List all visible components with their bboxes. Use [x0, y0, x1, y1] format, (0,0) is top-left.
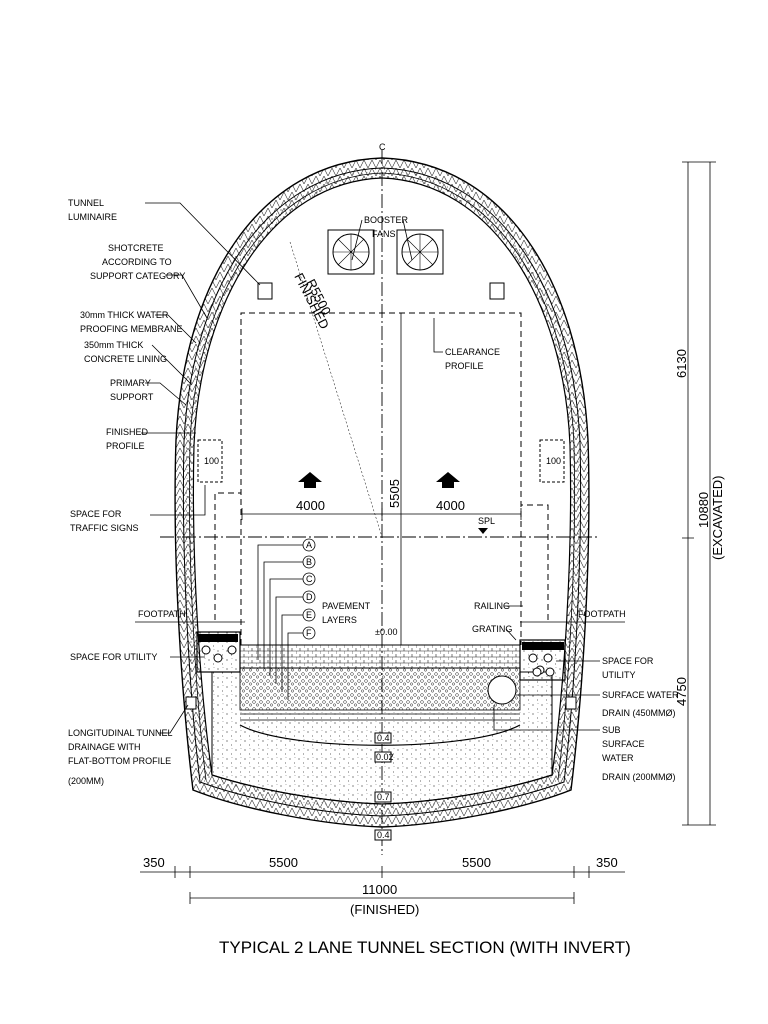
clearance-side-right — [521, 504, 549, 620]
longitudinal-drain-left — [185, 696, 197, 710]
svg-text:SUB: SUB — [602, 725, 621, 735]
centerline-label: C — [379, 142, 386, 152]
svg-text:CONCRETE LINING: CONCRETE LINING — [84, 354, 167, 364]
svg-text:WATER: WATER — [602, 753, 634, 763]
traffic-sign-left-value: 100 — [204, 456, 219, 466]
svg-text:SURFACE WATER: SURFACE WATER — [602, 690, 679, 700]
svg-text:(200MM): (200MM) — [68, 776, 104, 786]
invert-inner-curve — [239, 724, 521, 746]
svg-text:0.4: 0.4 — [377, 830, 390, 840]
svg-text:30mm THICK WATER: 30mm THICK WATER — [80, 310, 169, 320]
traffic-sign-right-value: 100 — [546, 456, 561, 466]
svg-text:SPACE FOR UTILITY: SPACE FOR UTILITY — [70, 652, 157, 662]
svg-text:FOOTPATH: FOOTPATH — [578, 609, 626, 619]
svg-text:SURFACE: SURFACE — [602, 739, 645, 749]
vertical-dimensions: 6130 4750 10880 (EXCAVATED) — [674, 161, 725, 826]
total-height-note: (EXCAVATED) — [710, 475, 725, 560]
traffic-sign-right — [539, 439, 565, 483]
svg-text:PROFILE: PROFILE — [445, 361, 484, 371]
half-right-dim: 5500 — [462, 855, 491, 870]
svg-text:350mm THICK: 350mm THICK — [84, 340, 143, 350]
svg-text:0.02: 0.02 — [376, 752, 394, 762]
svg-text:SHOTCRETE: SHOTCRETE — [108, 243, 164, 253]
svg-text:PRIMARY: PRIMARY — [110, 378, 151, 388]
right-annotations: BOOSTER FANS CLEARANCE PROFILE PAVEMENT … — [322, 215, 679, 782]
total-width-note: (FINISHED) — [350, 902, 419, 917]
lane-arrow-right — [436, 472, 460, 488]
svg-text:FANS: FANS — [372, 229, 396, 239]
traffic-sign-left — [197, 439, 223, 483]
svg-text:SUPPORT: SUPPORT — [110, 392, 154, 402]
radius-line — [289, 241, 383, 538]
lower-height: 4750 — [674, 677, 689, 706]
svg-text:LUMINAIRE: LUMINAIRE — [68, 212, 117, 222]
horizontal-dimensions: 350 5500 5500 350 11000 (FINISHED) — [140, 855, 625, 917]
svg-text:DRAINAGE WITH: DRAINAGE WITH — [68, 742, 141, 752]
svg-text:D: D — [306, 592, 313, 602]
longitudinal-drain-right — [565, 696, 577, 710]
half-left-dim: 5500 — [269, 855, 298, 870]
booster-fan-right — [396, 229, 444, 275]
svg-text:GRATING: GRATING — [472, 624, 512, 634]
total-height: 10880 — [696, 492, 711, 528]
lane-arrow-left — [298, 472, 322, 488]
svg-text:PAVEMENT: PAVEMENT — [322, 601, 371, 611]
svg-text:0.7: 0.7 — [377, 792, 390, 802]
svg-text:B: B — [306, 557, 312, 567]
svg-text:SUPPORT CATEGORY: SUPPORT CATEGORY — [90, 271, 185, 281]
drainage-gravel-layer — [239, 667, 521, 711]
lane-width-right: 4000 — [436, 498, 465, 513]
footpath-left-block — [196, 631, 241, 673]
side-left-dim: 350 — [143, 855, 165, 870]
svg-text:UTILITY: UTILITY — [602, 670, 636, 680]
clearance-profile-outline — [240, 312, 522, 645]
level-markers: 0.4 0.02 0.7 0.4 — [374, 732, 394, 841]
spl-label: SPL — [478, 516, 495, 526]
svg-text:FINISHED: FINISHED — [106, 427, 149, 437]
svg-text:TRAFFIC SIGNS: TRAFFIC SIGNS — [70, 523, 139, 533]
zero-level: ±0.00 — [375, 627, 397, 637]
svg-text:C: C — [306, 574, 313, 584]
svg-text:FLAT-BOTTOM PROFILE: FLAT-BOTTOM PROFILE — [68, 756, 171, 766]
luminaire-left — [257, 282, 273, 300]
svg-text:PROOFING MEMBRANE: PROOFING MEMBRANE — [80, 324, 183, 334]
svg-text:A: A — [306, 540, 312, 550]
side-right-dim: 350 — [596, 855, 618, 870]
svg-text:LONGITUDINAL TUNNEL: LONGITUDINAL TUNNEL — [68, 728, 173, 738]
svg-text:LAYERS: LAYERS — [322, 615, 357, 625]
svg-text:RAILING: RAILING — [474, 601, 510, 611]
svg-text:ACCORDING TO: ACCORDING TO — [102, 257, 172, 267]
footpath-right-block — [519, 639, 566, 681]
svg-text:CLEARANCE: CLEARANCE — [445, 347, 500, 357]
left-annotations: TUNNEL LUMINAIRE SHOTCRETE ACCORDING TO … — [68, 198, 261, 786]
booster-fan-left — [327, 229, 375, 275]
svg-text:DRAIN (450MMØ): DRAIN (450MMØ) — [602, 708, 676, 718]
surface-water-drain — [487, 675, 517, 705]
svg-text:F: F — [306, 628, 312, 638]
lane-width-left: 4000 — [296, 498, 325, 513]
luminaire-right — [489, 282, 505, 300]
pavement-layer-markers: A B C D E F — [257, 538, 316, 700]
svg-text:TUNNEL: TUNNEL — [68, 198, 104, 208]
clearance-height: 5505 — [387, 479, 402, 508]
svg-text:E: E — [306, 610, 312, 620]
upper-height: 6130 — [674, 349, 689, 378]
total-width: 11000 — [362, 882, 397, 897]
svg-text:DRAIN (200MMØ): DRAIN (200MMØ) — [602, 772, 676, 782]
clearance-side-left — [214, 492, 241, 620]
svg-text:0.4: 0.4 — [377, 733, 390, 743]
svg-text:PROFILE: PROFILE — [106, 441, 145, 451]
svg-text:BOOSTER: BOOSTER — [364, 215, 409, 225]
svg-text:SPACE FOR: SPACE FOR — [70, 509, 122, 519]
svg-text:SPACE FOR: SPACE FOR — [602, 656, 654, 666]
drawing-title: TYPICAL 2 LANE TUNNEL SECTION (WITH INVE… — [219, 938, 631, 957]
svg-text:FOOTPATH: FOOTPATH — [138, 609, 186, 619]
